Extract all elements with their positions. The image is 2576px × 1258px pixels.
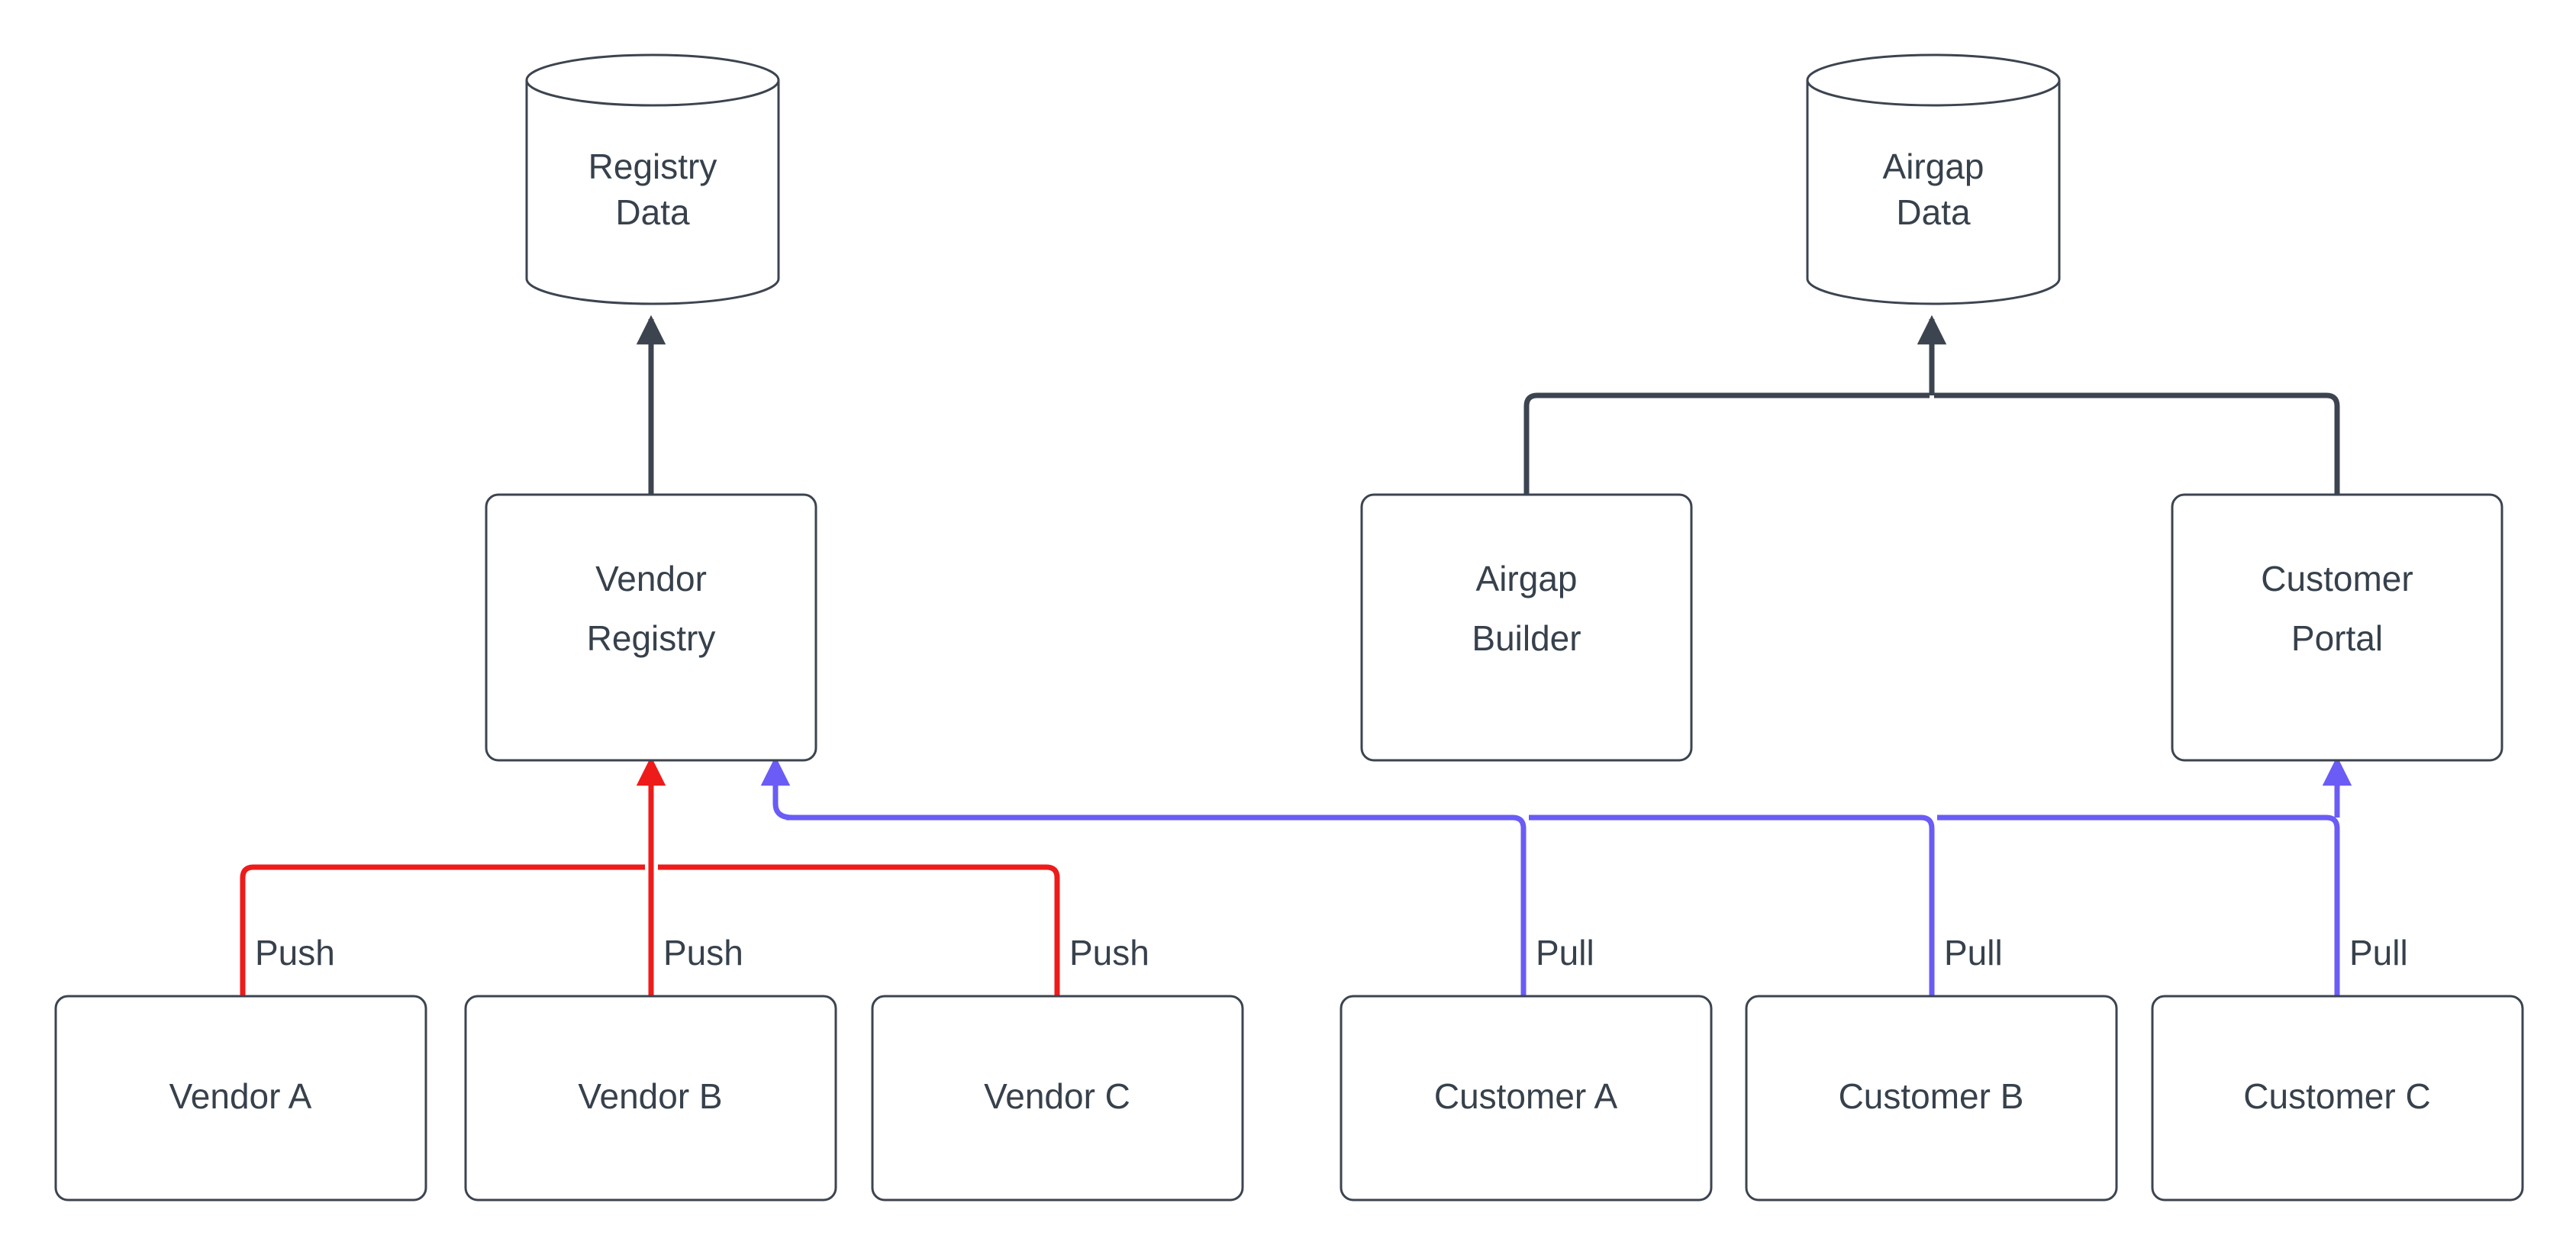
node-vendor-registry[interactable]: Vendor Registry — [485, 493, 817, 762]
airgap-builder-label-line2: Builder — [1472, 618, 1581, 658]
node-customer-c[interactable]: Customer C — [2151, 995, 2524, 1202]
node-airgap-data[interactable]: Airgap Data — [1806, 53, 2061, 305]
node-airgap-builder[interactable]: Airgap Builder — [1360, 493, 1693, 762]
edge-group-push-links — [240, 756, 1060, 996]
airgap-data-label-line1: Airgap — [1883, 147, 1984, 186]
edge-pull-bus-to-vendor-registry — [760, 756, 793, 821]
customer-portal-label-line2: Portal — [2291, 618, 2383, 658]
vendor-c-box — [871, 995, 1244, 1202]
edge-label-pull-customer-c: Pull — [2349, 933, 2408, 973]
node-customer-a[interactable]: Customer A — [1340, 995, 1713, 1202]
node-vendor-a[interactable]: Vendor A — [54, 995, 427, 1202]
node-vendor-c[interactable]: Vendor C — [871, 995, 1244, 1202]
customer-portal-box — [2171, 493, 2503, 762]
airgap-builder-box — [1360, 493, 1693, 762]
airgap-data-label-line2: Data — [1896, 192, 1971, 232]
edge-label-push-vendor-b: Push — [663, 933, 743, 973]
node-registry-data[interactable]: Registry Data — [525, 53, 780, 305]
customer-a-box — [1340, 995, 1713, 1202]
customer-b-label: Customer B — [1839, 1076, 2024, 1116]
registry-data-label-line1: Registry — [588, 147, 717, 186]
customer-c-label: Customer C — [2243, 1076, 2430, 1116]
customer-b-box — [1745, 995, 2118, 1202]
customer-a-label: Customer A — [1434, 1076, 1618, 1116]
node-vendor-b[interactable]: Vendor B — [464, 995, 837, 1202]
registry-data-label-line2: Data — [615, 192, 690, 232]
vendor-c-label: Vendor C — [984, 1076, 1130, 1116]
edge-label-group: Push Push Push Pull Pull Pull — [255, 933, 2408, 973]
edge-label-pull-customer-b: Pull — [1944, 933, 2003, 973]
edge-label-push-vendor-c: Push — [1069, 933, 1149, 973]
edge-airgap-builder-to-airgap-data — [1523, 392, 1930, 495]
edge-label-push-vendor-a: Push — [255, 933, 335, 973]
registry-data-cylinder-body — [525, 80, 780, 305]
customer-portal-label-line1: Customer — [2261, 559, 2413, 598]
node-customer-b[interactable]: Customer B — [1745, 995, 2118, 1202]
airgap-data-cylinder-body — [1806, 80, 2061, 305]
edge-vendor-c-push — [658, 864, 1060, 996]
edge-group-pull-links — [760, 756, 2352, 996]
airgap-builder-label-line1: Airgap — [1476, 559, 1578, 598]
vendor-b-label: Vendor B — [578, 1076, 722, 1116]
registry-data-cylinder-top — [525, 53, 780, 107]
edge-customer-b-pull — [1529, 814, 1935, 996]
airgap-data-cylinder-top — [1806, 53, 2061, 107]
vendor-a-label: Vendor A — [169, 1076, 312, 1116]
edge-customer-c-pull — [1937, 814, 2340, 996]
edge-customer-a-pull — [786, 814, 1527, 996]
node-customer-portal[interactable]: Customer Portal — [2171, 493, 2503, 762]
vendor-b-box — [464, 995, 837, 1202]
edge-customer-portal-to-airgap-data — [1934, 392, 2340, 495]
customer-c-box — [2151, 995, 2524, 1202]
edge-label-pull-customer-a: Pull — [1536, 933, 1594, 973]
vendor-registry-label-line1: Vendor — [595, 559, 707, 598]
vendor-registry-label-line2: Registry — [587, 618, 716, 658]
vendor-a-box — [54, 995, 427, 1202]
edge-vendor-a-push — [240, 864, 645, 996]
vendor-registry-box — [485, 493, 817, 762]
edge-group-data-links — [636, 314, 2340, 495]
